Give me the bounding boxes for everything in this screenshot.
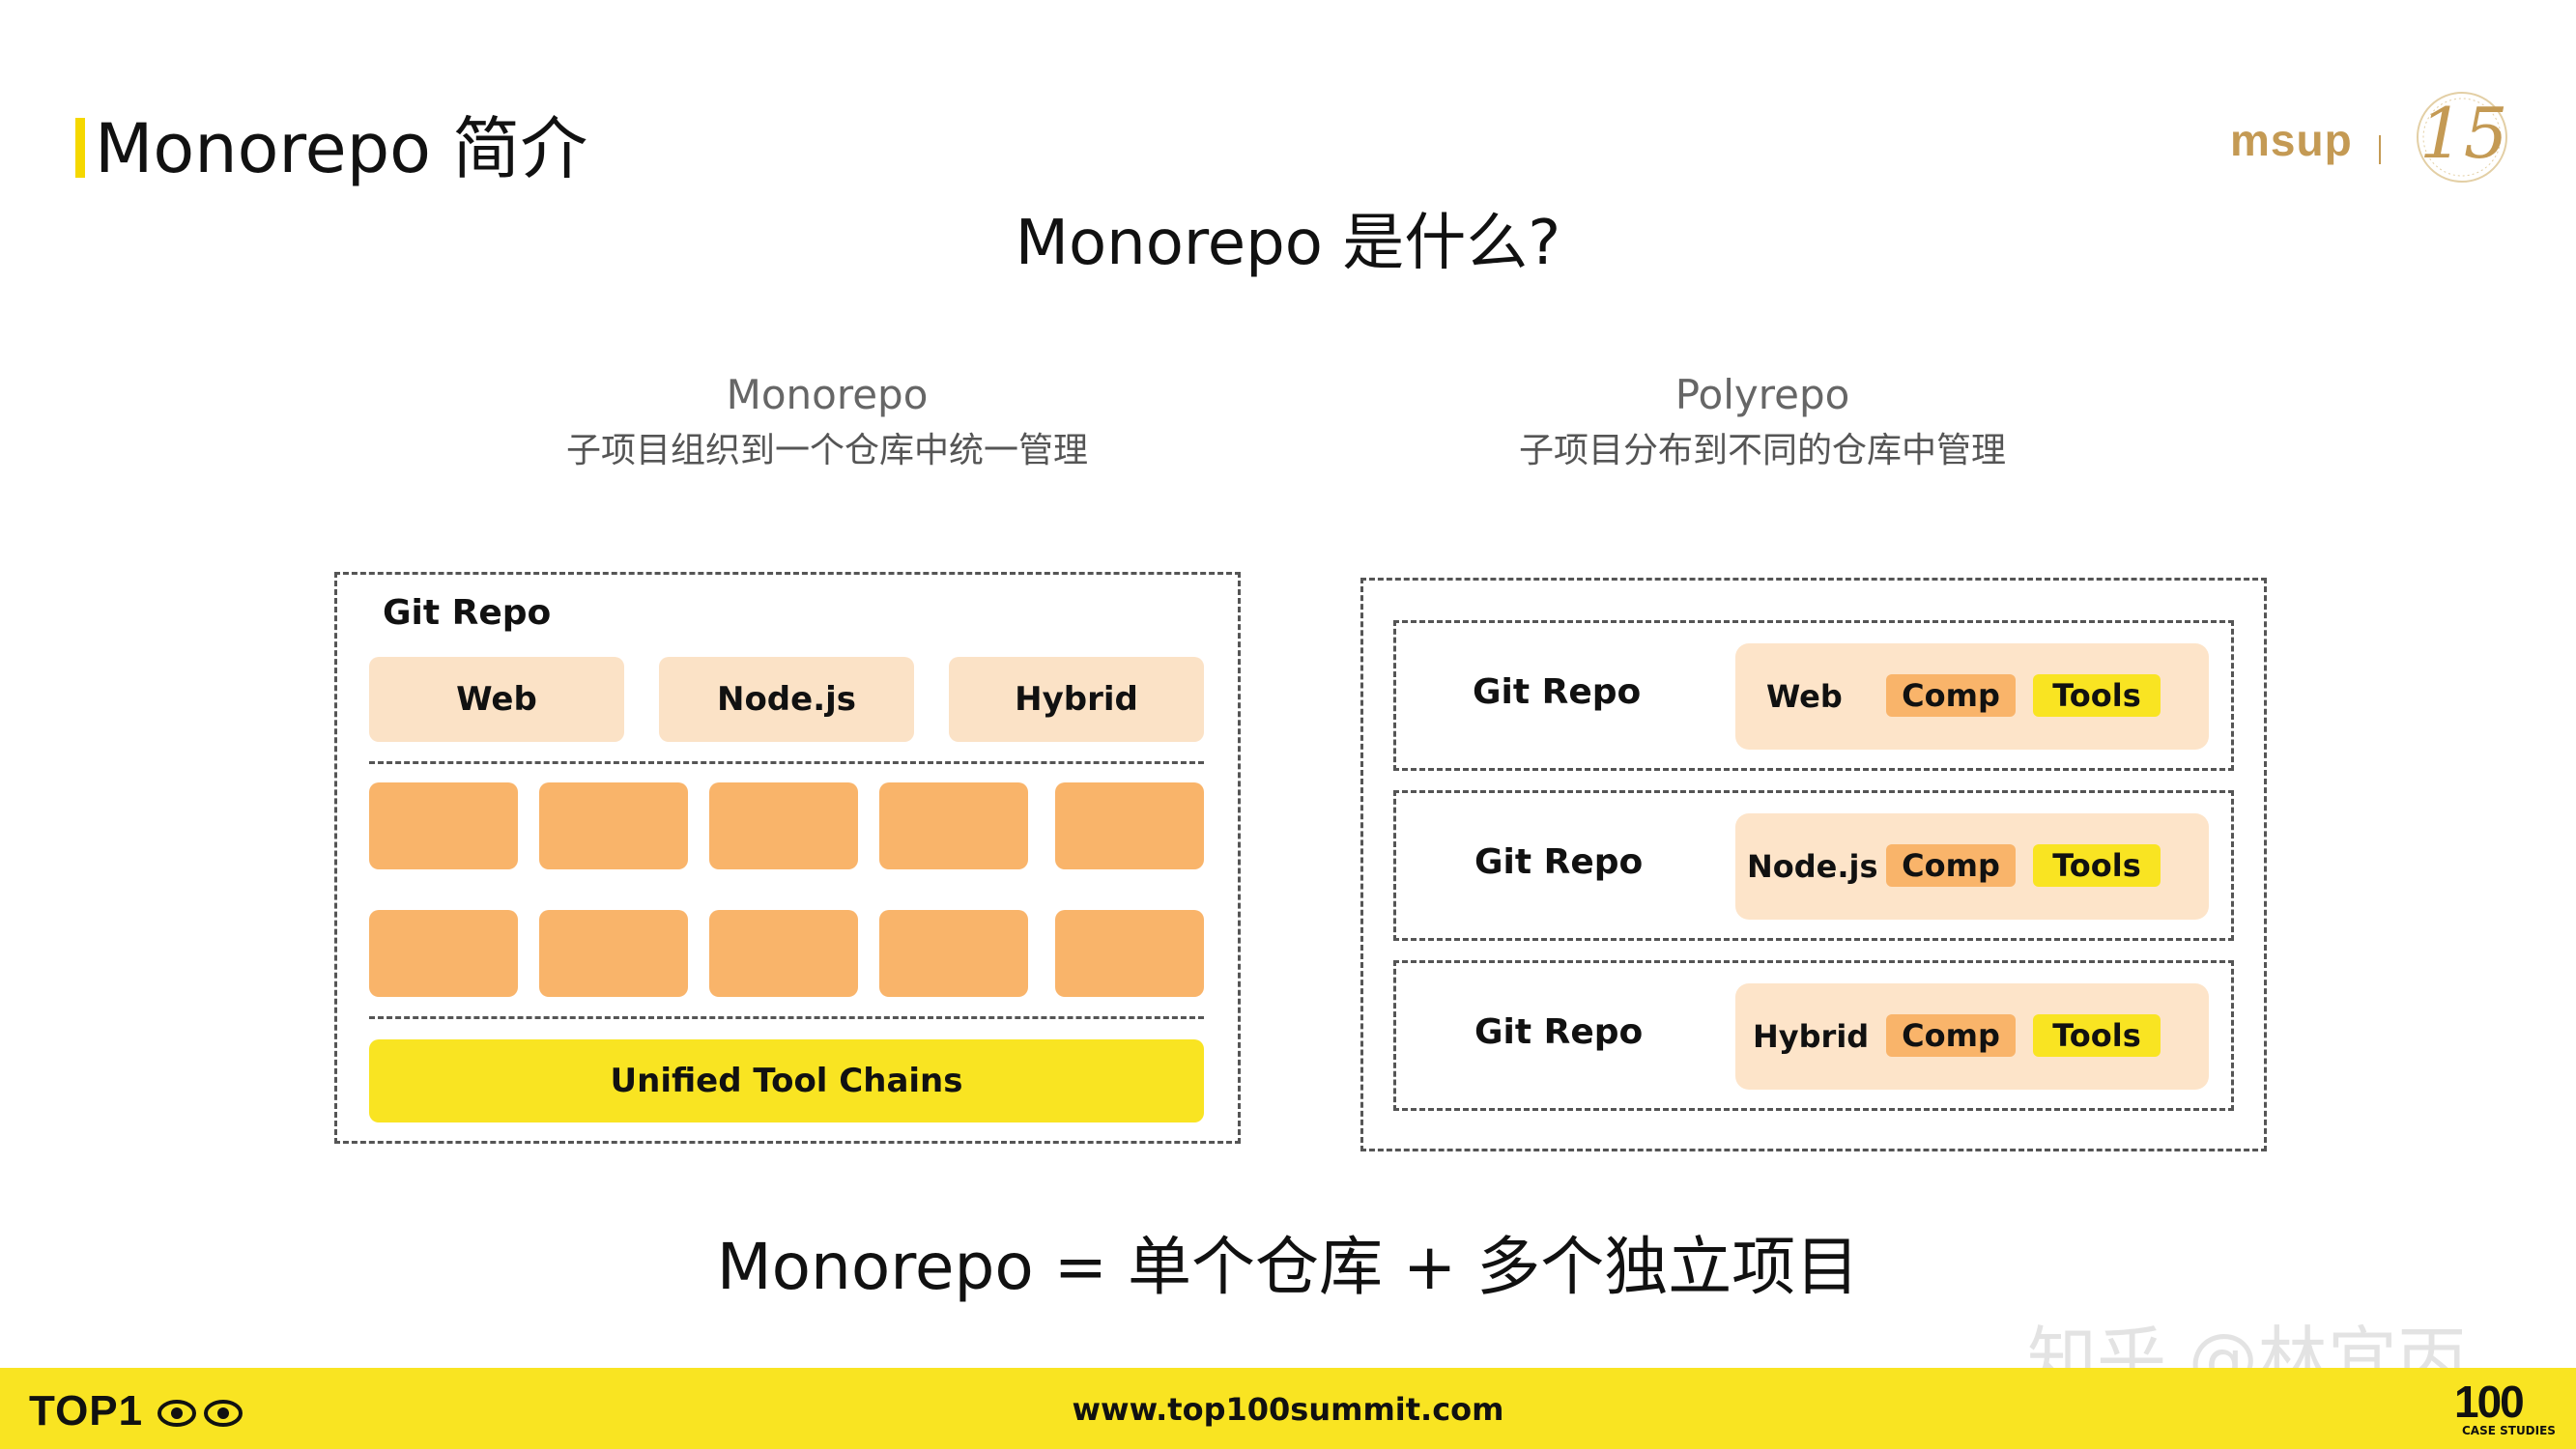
project-hybrid: Hybrid — [949, 657, 1204, 742]
logo-divider — [2379, 135, 2381, 164]
polyrepo-repo-2 — [1393, 790, 2234, 941]
monorepo-repo-label: Git Repo — [383, 593, 552, 633]
polyrepo-repo-3-label: Git Repo — [1474, 1012, 1644, 1052]
monorepo-subtitle: 子项目组织到一个仓库中统一管理 — [565, 431, 1088, 470]
comp-tag: Comp — [1886, 1014, 2016, 1057]
tools-tag: Tools — [2033, 674, 2161, 717]
top100-logo: TOP1 — [29, 1387, 248, 1435]
top100-logo-text: TOP1 — [29, 1387, 144, 1435]
eyes-icon — [157, 1400, 243, 1427]
monorepo-separator-bottom — [369, 1016, 1204, 1019]
polyrepo-subtitle: 子项目分布到不同的仓库中管理 — [1518, 431, 2006, 470]
case-studies-text: CASE STUDIES — [2462, 1424, 2556, 1437]
footer-bar — [0, 1368, 2576, 1449]
module-block — [879, 910, 1028, 997]
module-block — [709, 782, 858, 869]
module-block — [709, 910, 858, 997]
polyrepo-repo-2-label: Git Repo — [1474, 842, 1644, 882]
polyrepo-repo-3-project: Hybrid — [1753, 1018, 1870, 1055]
module-block — [369, 910, 518, 997]
msup-logo: msup — [2230, 115, 2353, 165]
case-studies-logo: 100 — [2454, 1377, 2525, 1427]
title-accent-bar — [75, 118, 85, 178]
anniversary-number: 15 — [2419, 93, 2508, 174]
polyrepo-repo-3 — [1393, 960, 2234, 1111]
tools-tag: Tools — [2033, 1014, 2161, 1057]
project-web: Web — [369, 657, 624, 742]
comp-tag: Comp — [1886, 674, 2016, 717]
module-block — [539, 782, 688, 869]
footer-url: www.top100summit.com — [1072, 1391, 1504, 1428]
module-block — [539, 910, 688, 997]
monorepo-heading: Monorepo — [726, 371, 929, 418]
monorepo-frame — [334, 572, 1241, 1144]
module-block — [879, 782, 1028, 869]
slide-question: Monorepo 是什么? — [1015, 208, 1561, 279]
polyrepo-repo-1 — [1393, 620, 2234, 771]
module-block — [369, 782, 518, 869]
polyrepo-repo-2-project: Node.js — [1747, 848, 1878, 885]
monorepo-separator-top — [369, 761, 1204, 764]
project-nodejs: Node.js — [659, 657, 914, 742]
polyrepo-repo-1-label: Git Repo — [1473, 672, 1642, 712]
tools-tag: Tools — [2033, 844, 2161, 887]
polyrepo-heading: Polyrepo — [1674, 371, 1850, 418]
module-block — [1055, 910, 1204, 997]
polyrepo-repo-1-project: Web — [1766, 678, 1843, 715]
monorepo-equation: Monorepo = 单个仓库 + 多个独立项目 — [716, 1230, 1860, 1304]
slide-title: Monorepo 简介 — [95, 109, 588, 188]
polyrepo-frame — [1360, 578, 2267, 1151]
unified-tool-chains: Unified Tool Chains — [369, 1039, 1204, 1122]
comp-tag: Comp — [1886, 844, 2016, 887]
anniversary-badge-icon — [2417, 92, 2507, 183]
module-block — [1055, 782, 1204, 869]
